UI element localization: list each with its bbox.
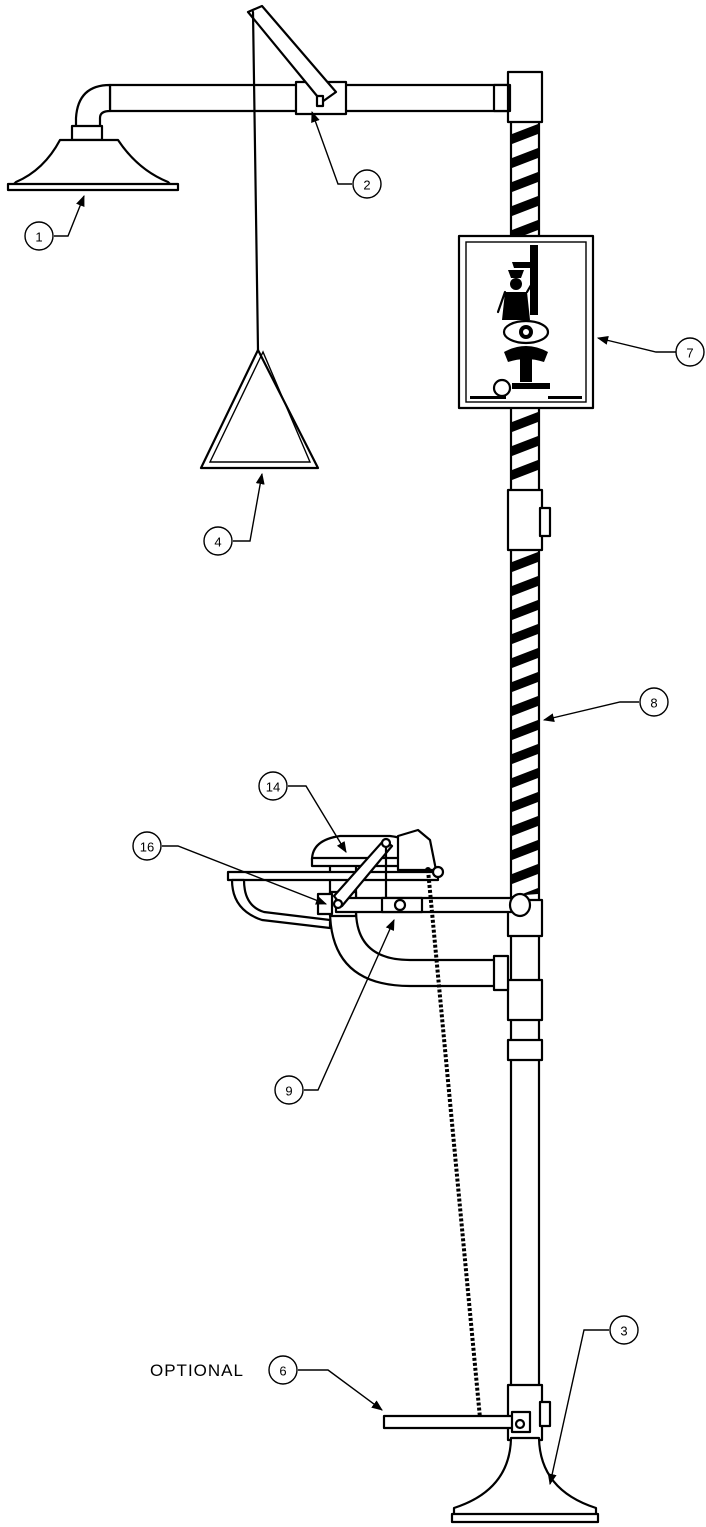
eyewash-bowl-rim: [226, 870, 440, 882]
eyewash-valve-arm: [334, 896, 516, 914]
svg-text:3: 3: [620, 1324, 627, 1339]
hazard-stripe: [512, 196, 538, 216]
callout-4: 4: [203, 526, 233, 556]
shower-valve-lever: [246, 4, 338, 104]
callout-8: 8: [639, 687, 669, 717]
eyewash-assembly: [226, 828, 532, 992]
hazard-stripe: [512, 148, 538, 168]
tee-fitting-lower: [506, 978, 544, 1022]
svg-text:14: 14: [266, 780, 280, 795]
leader-line-16: [162, 845, 328, 905]
callout-2: 2: [352, 169, 382, 199]
hazard-stripe: [512, 412, 538, 432]
shower-pull-rod: [199, 4, 338, 470]
hazard-stripe: [512, 124, 538, 144]
eyewash-bowl: [230, 878, 332, 930]
shower-head: [6, 138, 180, 192]
leader-line-3: [547, 1329, 609, 1486]
svg-text:16: 16: [140, 840, 154, 855]
shower-arm: [70, 80, 512, 142]
leader-line-2: [311, 110, 352, 185]
callout-9: 9: [274, 1075, 304, 1105]
svg-text:2: 2: [363, 178, 370, 193]
leader-line-8: [542, 701, 639, 723]
hazard-stripe: [512, 768, 538, 788]
svg-text:8: 8: [650, 696, 657, 711]
eyewash-pictogram: [502, 319, 550, 382]
leader-line-9: [304, 918, 395, 1091]
callout-16: 16: [132, 831, 162, 861]
callouts: 1 2 3 4 6 7 8 9: [24, 169, 705, 1385]
top-tee-fitting: [506, 70, 544, 124]
safety-sign: [457, 234, 595, 410]
tee-fitting-upper: [506, 488, 544, 552]
callout-6: 6: [268, 1355, 298, 1385]
hazard-stripe: [512, 816, 538, 836]
svg-text:6: 6: [279, 1364, 286, 1379]
hazard-stripe: [512, 576, 538, 596]
optional-label: OPTIONAL: [150, 1361, 244, 1380]
callout-14: 14: [258, 771, 288, 801]
svg-text:7: 7: [686, 346, 693, 361]
hazard-stripe: [512, 172, 538, 192]
hazard-stripe: [512, 792, 538, 812]
svg-text:4: 4: [214, 535, 221, 550]
hazard-stripe: [512, 436, 538, 456]
hazard-stripe: [512, 552, 538, 572]
sign-logo: [470, 378, 582, 399]
hazard-stripe: [512, 864, 538, 884]
leader-line-14: [288, 785, 347, 853]
leader-line-6: [298, 1369, 383, 1411]
hazard-stripe: [512, 460, 538, 480]
svg-text:9: 9: [285, 1084, 292, 1099]
hazard-stripe: [512, 624, 538, 644]
leader-line-1: [54, 194, 85, 237]
hazard-stripe: [512, 840, 538, 860]
hazard-stripes-middle: [512, 552, 538, 898]
floor-flange: [450, 1436, 600, 1524]
pull-rod-triangle-handle: [199, 348, 320, 470]
callout-1: 1: [24, 221, 54, 251]
shower-elbow: [74, 83, 112, 130]
hazard-stripe: [512, 744, 538, 764]
foot-treadle-chain: [426, 869, 482, 1419]
hazard-stripe: [512, 648, 538, 668]
leader-line-7: [596, 336, 676, 353]
svg-text:1: 1: [35, 230, 42, 245]
shower-pictogram: [496, 245, 538, 320]
hazard-stripe: [512, 696, 538, 716]
leader-line-4: [233, 472, 265, 542]
leader-lines: [54, 110, 676, 1486]
hazard-stripe: [512, 720, 538, 740]
hazard-stripe: [512, 672, 538, 692]
callout-3: 3: [609, 1315, 639, 1345]
callout-7: 7: [675, 337, 705, 367]
foot-treadle: [382, 1410, 532, 1434]
hazard-stripe: [512, 600, 538, 620]
